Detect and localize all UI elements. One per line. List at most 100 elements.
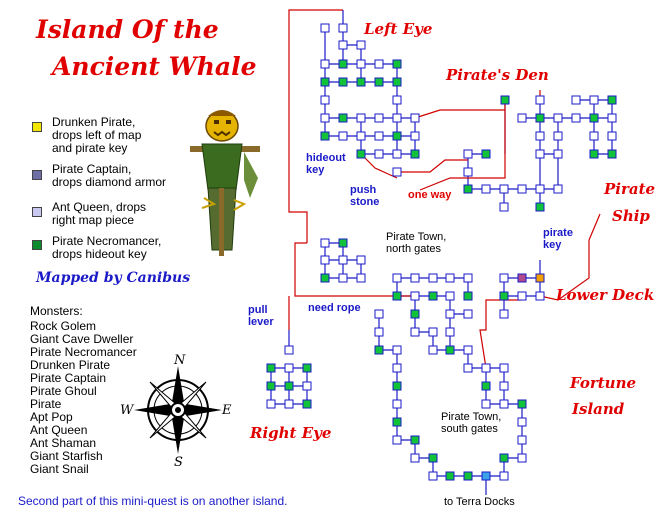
map-room xyxy=(463,184,473,194)
map-room xyxy=(481,149,491,159)
map-room xyxy=(284,381,294,391)
label-line: south gates xyxy=(441,423,498,435)
map-room xyxy=(589,95,599,105)
footer-note: Second part of this mini-quest is on ano… xyxy=(18,494,288,508)
teleport-paths xyxy=(288,9,601,369)
map-room xyxy=(320,23,330,33)
map-room xyxy=(410,273,420,283)
compass-letter-n: N xyxy=(173,353,186,368)
map-room xyxy=(463,167,473,177)
map-room xyxy=(320,238,330,248)
monster-item: Rock Golem xyxy=(30,319,97,333)
map-red-path xyxy=(419,100,506,191)
compass-letter-w: W xyxy=(120,403,135,418)
label-fortune-2: Island xyxy=(572,400,625,418)
label-pirate-ship-1: Pirate xyxy=(604,180,656,198)
map-room xyxy=(517,291,527,301)
label-town-north: Pirate Town, north gates xyxy=(386,231,446,255)
monster-item: Pirate Necromancer xyxy=(30,345,137,359)
map-room xyxy=(392,131,402,141)
map-room xyxy=(499,471,509,481)
map-room xyxy=(392,95,402,105)
map-room xyxy=(535,149,545,159)
label-pirate-key: pirate key xyxy=(543,227,573,251)
map-room xyxy=(517,184,527,194)
map-red-path xyxy=(479,299,522,369)
map-room xyxy=(499,202,509,212)
map-room xyxy=(302,399,312,409)
monster-item: Pirate xyxy=(30,397,62,411)
legend-swatch-ant-queen xyxy=(32,207,42,217)
label-left-eye: Left Eye xyxy=(364,20,433,38)
map-room xyxy=(463,471,473,481)
map-red-path xyxy=(294,242,415,297)
map-room xyxy=(320,113,330,123)
map-room xyxy=(499,453,509,463)
map-room xyxy=(499,184,509,194)
legend-item-ant-queen: Ant Queen, drops right map piece xyxy=(52,201,146,227)
map-room xyxy=(500,95,510,105)
map-room xyxy=(374,77,384,87)
label-need-rope: need rope xyxy=(308,302,361,314)
map-room xyxy=(284,363,294,373)
map-room xyxy=(302,381,312,391)
map-room xyxy=(338,273,348,283)
map-room xyxy=(589,131,599,141)
label-line: hideout xyxy=(306,152,346,164)
legend-line: Ant Queen, drops xyxy=(52,200,147,214)
monster-item: Giant Starfish xyxy=(30,449,103,463)
map-room xyxy=(607,113,617,123)
monsters-heading: Monsters: xyxy=(30,304,83,318)
map-room xyxy=(445,309,455,319)
map-room xyxy=(428,453,438,463)
label-terra-docks: to Terra Docks xyxy=(444,496,515,508)
map-room xyxy=(302,363,312,373)
map-room xyxy=(445,327,455,337)
map-room xyxy=(535,202,545,212)
scarecrow-illustration xyxy=(190,110,260,256)
map-room xyxy=(392,167,402,177)
map-room xyxy=(517,399,527,409)
map-room xyxy=(392,291,402,301)
label-line: north gates xyxy=(386,243,442,255)
map-room xyxy=(553,149,563,159)
map-room xyxy=(410,131,420,141)
map-room xyxy=(338,23,348,33)
map-room xyxy=(374,327,384,337)
map-room xyxy=(589,149,599,159)
map-room xyxy=(356,113,366,123)
map-room xyxy=(445,291,455,301)
legend-item-pirate-captain: Pirate Captain, drops diamond armor xyxy=(52,163,166,189)
map-room xyxy=(356,273,366,283)
map-room xyxy=(266,399,276,409)
map-room xyxy=(428,471,438,481)
map-room xyxy=(428,327,438,337)
label-hideout-key: hideout key xyxy=(306,152,346,176)
monster-item: Giant Cave Dweller xyxy=(30,332,134,346)
map-room xyxy=(338,131,348,141)
map-room xyxy=(517,273,527,283)
map-room xyxy=(356,255,366,265)
map-red-path xyxy=(360,153,398,179)
map-room xyxy=(535,273,545,283)
map-room xyxy=(374,309,384,319)
map-room xyxy=(320,77,330,87)
map-room xyxy=(517,453,527,463)
rooms xyxy=(266,23,617,481)
map-room xyxy=(392,345,402,355)
map-room xyxy=(499,399,509,409)
label-line: key xyxy=(306,164,325,176)
map-room xyxy=(320,59,330,69)
map-room xyxy=(410,113,420,123)
map-room xyxy=(499,381,509,391)
label-right-eye: Right Eye xyxy=(250,424,332,442)
map-room xyxy=(481,471,491,481)
legend-item-pirate-necromancer: Pirate Necromancer, drops hideout key xyxy=(52,235,161,261)
map-room xyxy=(517,113,527,123)
map-room xyxy=(535,291,545,301)
map-room xyxy=(535,184,545,194)
map-room xyxy=(392,381,402,391)
legend-swatch-pirate-necromancer xyxy=(32,240,42,250)
map-room xyxy=(338,59,348,69)
